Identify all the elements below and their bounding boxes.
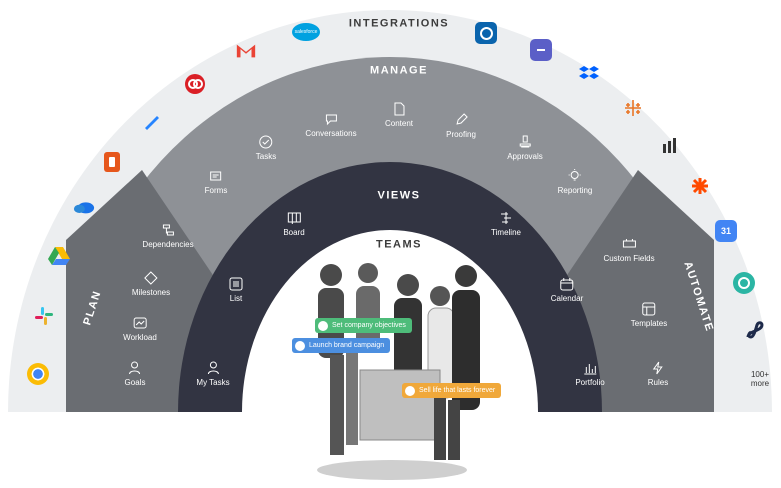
rules-label: Rules xyxy=(647,378,669,387)
list-label: List xyxy=(229,294,243,303)
power-bi-logo-icon[interactable] xyxy=(659,135,681,157)
content-label: Content xyxy=(384,119,414,128)
loop-logo-icon[interactable] xyxy=(744,319,766,341)
slack-logo-icon[interactable] xyxy=(33,305,55,327)
google-calendar-date: 31 xyxy=(720,226,731,236)
dependencies-label: Dependencies xyxy=(142,240,194,249)
salesforce-logo-text: salesforce xyxy=(294,29,318,35)
more-integrations-label[interactable]: 100+ more xyxy=(750,369,770,388)
check-icon: ✓ xyxy=(295,340,305,351)
gmail-logo-icon[interactable] xyxy=(235,40,257,62)
proofing-label: Proofing xyxy=(446,130,476,139)
task-tag-text: Launch brand campaign xyxy=(309,342,385,349)
task-tag: ✓ Sell life that lasts forever xyxy=(402,383,502,398)
timeline-label: Timeline xyxy=(491,228,521,237)
salesforce-logo-icon[interactable]: salesforce xyxy=(292,23,320,41)
teams-title: TEAMS xyxy=(376,238,422,251)
proofing-item[interactable]: Proofing xyxy=(446,113,476,139)
task-tag: ✓ Launch brand campaign xyxy=(292,338,391,353)
check-icon: ✓ xyxy=(405,385,415,396)
conversations-item[interactable]: Conversations xyxy=(305,112,357,138)
portfolio-label: Portfolio xyxy=(575,378,605,387)
reporting-label: Reporting xyxy=(557,186,593,195)
check-circle-icon xyxy=(259,135,273,149)
stamp-icon xyxy=(519,135,531,148)
forms-item[interactable]: Forms xyxy=(204,169,228,195)
bar-chart-icon xyxy=(583,364,596,375)
list-item[interactable]: List xyxy=(229,277,243,303)
zapier-logo-icon[interactable] xyxy=(689,175,711,197)
task-tag-text: Sell life that lasts forever xyxy=(419,387,496,394)
workload-label: Workload xyxy=(123,333,157,342)
task-tag-text: Set company objectives xyxy=(332,322,406,329)
hubspot-logo-icon[interactable] xyxy=(733,272,755,294)
conversations-label: Conversations xyxy=(305,129,357,138)
lightning-icon xyxy=(653,361,663,375)
board-icon xyxy=(287,212,301,224)
chrome-logo-icon[interactable] xyxy=(27,363,49,385)
google-drive-logo-icon[interactable] xyxy=(48,245,70,267)
custom-field-icon xyxy=(622,239,636,248)
goals-item[interactable]: Goals xyxy=(124,361,146,387)
user-icon xyxy=(207,361,219,375)
approvals-label: Approvals xyxy=(507,152,543,161)
dependencies-item[interactable]: Dependencies xyxy=(142,223,194,249)
rules-item[interactable]: Rules xyxy=(648,361,668,387)
goals-label: Goals xyxy=(124,378,146,387)
board-item[interactable]: Board xyxy=(283,211,305,237)
templates-label: Templates xyxy=(630,319,668,328)
document-icon xyxy=(394,102,405,116)
diamond-icon xyxy=(144,271,158,285)
my-tasks-item[interactable]: My Tasks xyxy=(196,361,230,387)
teams-logo-icon[interactable] xyxy=(530,39,552,61)
tableau-logo-icon[interactable] xyxy=(622,97,644,119)
workload-item[interactable]: Workload xyxy=(123,316,157,342)
jira-logo-icon[interactable] xyxy=(140,113,162,135)
milestones-label: Milestones xyxy=(131,288,171,297)
outlook-logo-icon[interactable] xyxy=(475,22,497,44)
calendar-icon xyxy=(560,278,574,291)
timeline-icon xyxy=(501,212,511,224)
google-calendar-logo-icon[interactable]: 31 xyxy=(715,220,737,242)
tasks-item[interactable]: Tasks xyxy=(256,135,276,161)
calendar-label: Calendar xyxy=(550,294,584,303)
forms-label: Forms xyxy=(204,186,228,195)
portfolio-item[interactable]: Portfolio xyxy=(575,361,605,387)
office-logo-icon[interactable] xyxy=(104,152,120,172)
board-label: Board xyxy=(283,228,305,237)
approvals-item[interactable]: Approvals xyxy=(507,135,543,161)
custom-fields-item[interactable]: Custom Fields xyxy=(603,237,655,263)
workload-icon xyxy=(133,317,147,329)
person-icon xyxy=(129,361,141,375)
dependencies-icon xyxy=(162,224,174,236)
lightbulb-icon xyxy=(569,169,581,181)
content-item[interactable]: Content xyxy=(385,102,413,128)
template-icon xyxy=(642,302,656,316)
views-title: VIEWS xyxy=(377,189,421,202)
templates-item[interactable]: Templates xyxy=(631,302,667,328)
chat-bubble-icon xyxy=(325,114,337,126)
timeline-item[interactable]: Timeline xyxy=(491,211,521,237)
custom-fields-label: Custom Fields xyxy=(603,254,655,263)
milestones-item[interactable]: Milestones xyxy=(132,271,170,297)
integrations-title: INTEGRATIONS xyxy=(348,17,450,30)
dropbox-logo-icon[interactable] xyxy=(578,63,600,85)
task-tag: ✓ Set company objectives xyxy=(315,318,412,333)
pen-icon xyxy=(456,113,468,125)
reporting-item[interactable]: Reporting xyxy=(557,169,593,195)
check-icon: ✓ xyxy=(318,320,328,331)
onedrive-logo-icon[interactable] xyxy=(73,196,95,218)
list-icon xyxy=(229,277,243,291)
my-tasks-label: My Tasks xyxy=(196,378,230,387)
tasks-label: Tasks xyxy=(255,152,277,161)
form-icon xyxy=(210,171,222,181)
manage-title: MANAGE xyxy=(370,64,428,77)
adobe-cc-logo-icon[interactable] xyxy=(184,73,206,95)
calendar-item[interactable]: Calendar xyxy=(551,277,583,303)
